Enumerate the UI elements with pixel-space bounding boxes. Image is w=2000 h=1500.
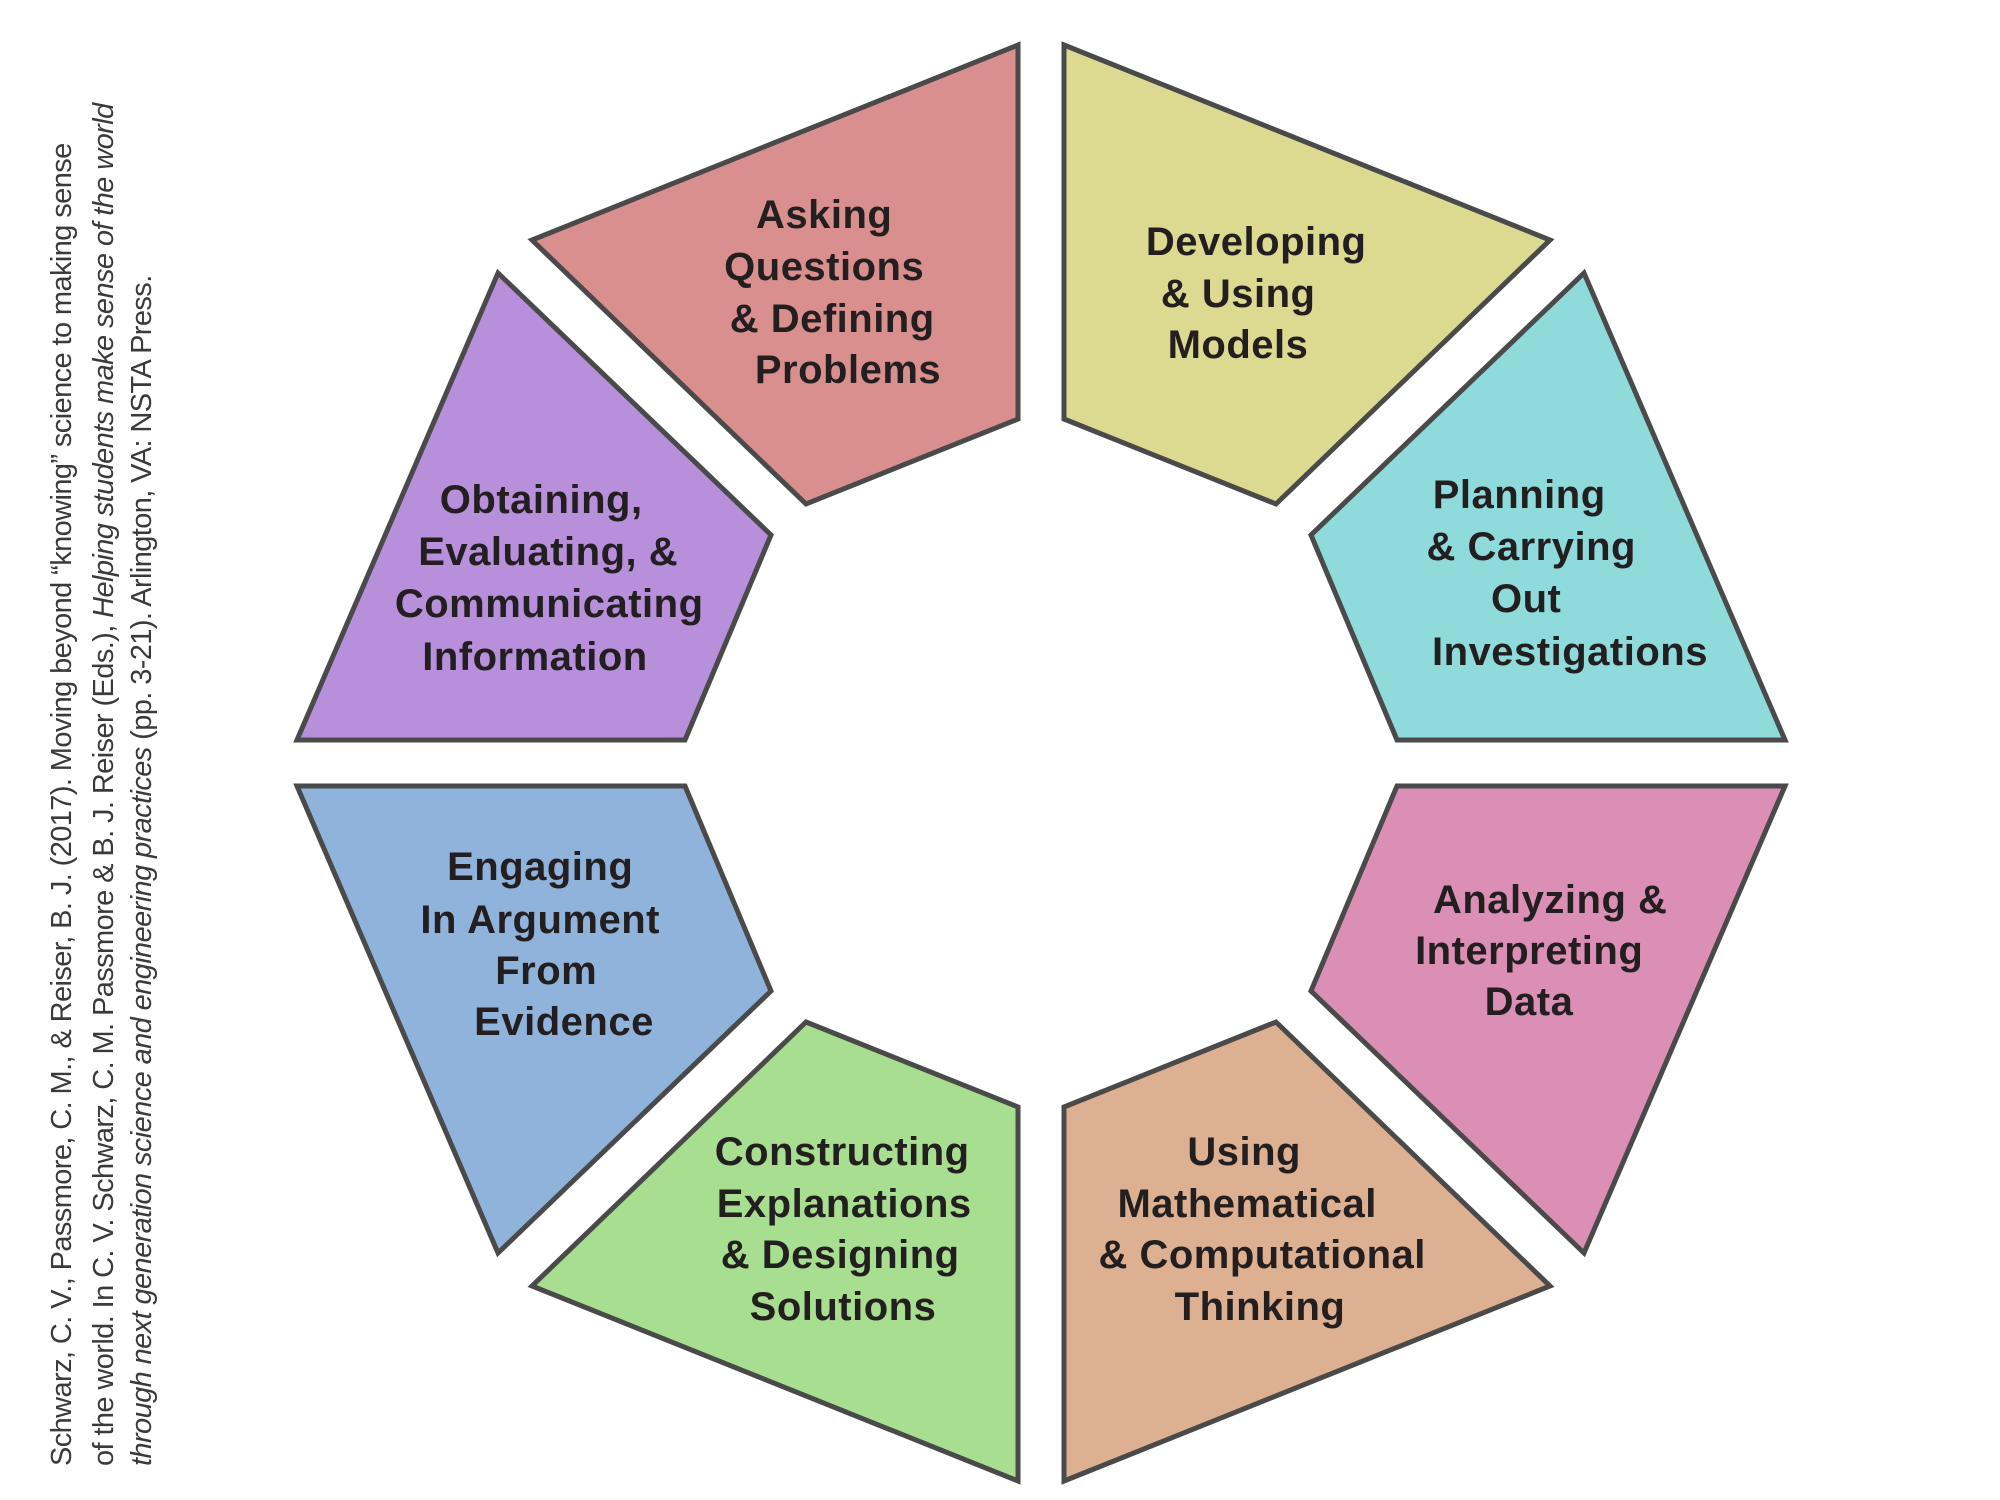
- segment-developing-label: Developing & Using Models: [1146, 220, 1378, 367]
- label-line: Interpreting: [1415, 929, 1643, 973]
- segment-constructing: Constructing Explanations & Designing So…: [527, 1019, 1021, 1485]
- label-line: Obtaining,: [440, 478, 643, 522]
- segment-using-math-shape: [1061, 1019, 1555, 1485]
- label-line: Data: [1485, 980, 1574, 1024]
- label-line: Out: [1491, 577, 1561, 621]
- segment-using-math: Using Mathematical & Computational Think…: [1061, 1019, 1555, 1485]
- segment-analyzing-shape: [1308, 783, 1789, 1258]
- label-line: Mathematical: [1117, 1182, 1376, 1226]
- label-line: Evaluating, &: [418, 530, 678, 574]
- label-line: & Computational: [1098, 1233, 1425, 1277]
- label-line: Investigations: [1432, 630, 1708, 674]
- label-line: Using: [1187, 1130, 1301, 1174]
- segment-asking-shape: [527, 41, 1021, 507]
- label-line: & Carrying: [1426, 525, 1636, 569]
- label-line: Explanations: [717, 1182, 972, 1226]
- label-line: In Argument: [420, 898, 660, 942]
- label-line: Planning: [1433, 473, 1606, 517]
- citation-text: (pp. 3-21). Arlington, VA: NSTA Press.: [126, 275, 158, 748]
- label-line: Solutions: [750, 1285, 937, 1329]
- segment-developing: Developing & Using Models: [1061, 41, 1555, 507]
- label-line: Asking: [756, 193, 892, 237]
- segment-engaging: Engaging In Argument From Evidence: [293, 783, 774, 1258]
- segment-planning-label: Planning & Carrying Out Investigations: [1426, 473, 1708, 674]
- segment-obtaining-shape: [293, 268, 774, 743]
- label-line: & Defining: [730, 297, 935, 341]
- label-line: Constructing: [715, 1130, 970, 1174]
- label-line: Analyzing &: [1433, 878, 1667, 922]
- label-line: Models: [1168, 323, 1309, 367]
- book-title-part-1: Helping students make sense of the world: [88, 103, 120, 618]
- segment-engaging-label: Engaging In Argument From Evidence: [420, 845, 671, 1044]
- label-line: Developing: [1146, 220, 1367, 264]
- citation-line-2: of the world. In C. V. Schwarz, C. M. Pa…: [88, 103, 121, 1466]
- citation-text: Schwarz, C. V., Passmore, C. M., & Reise…: [46, 143, 78, 1466]
- citation-line-3: through next generation science and engi…: [126, 275, 159, 1466]
- label-line: Engaging: [447, 845, 633, 889]
- label-line: Questions: [724, 245, 924, 289]
- segment-planning-shape: [1308, 268, 1789, 743]
- segment-obtaining-label: Obtaining, Evaluating, & Communicating I…: [395, 478, 715, 679]
- segment-constructing-shape: [527, 1019, 1021, 1485]
- label-line: & Designing: [721, 1233, 960, 1277]
- citation-text: of the world. In C. V. Schwarz, C. M. Pa…: [88, 617, 120, 1466]
- segment-constructing-label: Constructing Explanations & Designing So…: [715, 1130, 984, 1329]
- segment-asking: Asking Questions & Defining Problems: [527, 41, 1021, 507]
- segment-planning: Planning & Carrying Out Investigations: [1308, 268, 1789, 743]
- label-line: & Using: [1161, 272, 1316, 316]
- segment-developing-shape: [1061, 41, 1555, 507]
- citation-line-1: Schwarz, C. V., Passmore, C. M., & Reise…: [46, 143, 79, 1466]
- label-line: From: [495, 949, 597, 993]
- segment-obtaining: Obtaining, Evaluating, & Communicating I…: [293, 268, 774, 743]
- segment-using-math-label: Using Mathematical & Computational Think…: [1098, 1130, 1437, 1329]
- segment-analyzing-label: Analyzing & Interpreting Data: [1415, 878, 1679, 1024]
- label-line: Evidence: [474, 1000, 654, 1044]
- book-title-part-2: through next generation science and engi…: [126, 747, 158, 1466]
- label-line: Information: [422, 635, 647, 679]
- label-line: Problems: [755, 348, 941, 392]
- segment-engaging-shape: [293, 783, 774, 1258]
- label-line: Communicating: [395, 582, 704, 626]
- segment-analyzing: Analyzing & Interpreting Data: [1308, 783, 1789, 1258]
- label-line: Thinking: [1175, 1285, 1346, 1329]
- segment-asking-label: Asking Questions & Defining Problems: [724, 193, 946, 392]
